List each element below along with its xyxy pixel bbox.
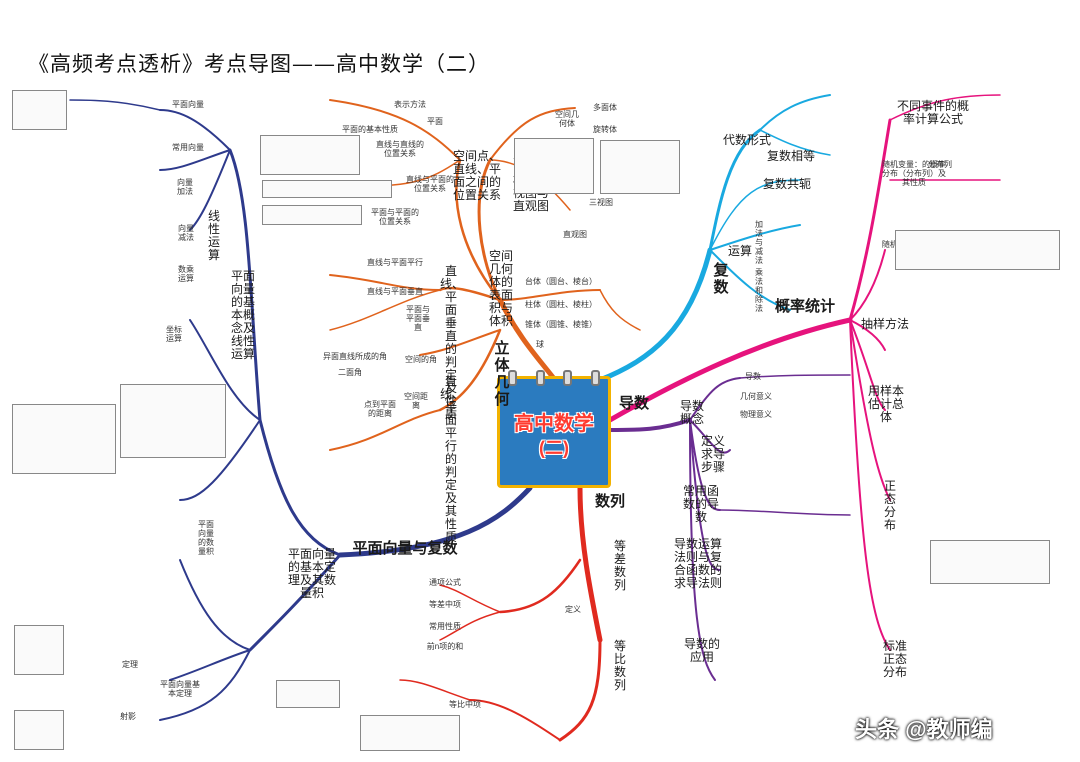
complex-operation: 运算 (727, 244, 752, 258)
geo-leaf-line-plane: 直线与平面的位置关系 (406, 175, 454, 193)
branch-probability: 概率统计 (774, 298, 835, 315)
geo-perpendicular: 直线、平面垂直的判定及性质 (440, 264, 465, 421)
watermark-text: 头条 @教师编 (855, 717, 993, 742)
branch-sequence: 数列 (594, 493, 625, 510)
complex-equal: 复数相等 (766, 149, 815, 163)
vector-diagram (14, 625, 64, 675)
seq-definition: 定义 (565, 605, 581, 614)
geo-leaf-pyramid: 锥体（圆锥、棱锥） (525, 320, 597, 329)
deriv-concept: 导数概念 (680, 399, 705, 426)
geo-leaf-plane-plane-perp: 平面与平面垂直 (406, 305, 430, 332)
sequence-formula-box (276, 680, 340, 708)
vec-projection: 射影 (120, 712, 136, 721)
vector-formula-box (120, 384, 226, 458)
geo-leaf-space-distance: 空间距离 (404, 392, 428, 410)
formula-box (514, 138, 594, 194)
geo-parallel: 直线、平面平行的判定及其性质 (440, 374, 465, 544)
plane-figure-panel (262, 205, 362, 225)
geo-leaf-skew-angle: 异面直线所成的角 (323, 352, 387, 361)
seq-sum: 前n项的和 (426, 642, 464, 651)
seq-geometric: 等比数列 (613, 639, 626, 692)
geo-leaf-polyhedron: 多面体 (593, 103, 617, 112)
plane-figure-panel (262, 180, 392, 198)
complex-algebraic-form: 代数形式 (722, 133, 771, 147)
seq-general-term: 通项公式 (429, 578, 461, 587)
geo-leaf-line-plane-perp: 直线与平面垂直 (367, 287, 423, 296)
geo-leaf-point-plane-dist: 点到平面的距离 (364, 400, 396, 418)
prob-distribution: 分布列 (928, 160, 952, 169)
deriv-steps: 定义求导步骤 (700, 434, 725, 474)
deriv-derivative: 导数 (745, 372, 761, 381)
geo-leaf-line-plane-parallel: 直线与平面平行 (367, 258, 423, 267)
vec-theorem-product: 平面向量的基本定理及其数量积 (287, 547, 336, 600)
geo-leaf-plane-axioms: 平面的基本性质 (342, 125, 398, 134)
branch-geometry: 立体几何 (494, 340, 510, 408)
central-title: 高中数学 (514, 411, 594, 435)
geo-leaf-frustum: 台体（圆台、棱台） (525, 277, 597, 286)
sequence-formula-box (360, 715, 460, 751)
vec-common: 常用向量 (172, 143, 204, 152)
branch-vector: 平面向量与复数 (352, 540, 458, 557)
geo-leaf-space-angle: 空间的角 (405, 355, 437, 364)
prob-estimate: 用样本估计总体 (867, 384, 904, 424)
geo-position: 空间点、直线、平面之间的位置关系 (452, 149, 501, 202)
seq-geo-mean: 等比中项 (449, 700, 481, 709)
vec-coordinate: 坐标运算 (166, 325, 182, 343)
vector-formula-box (12, 404, 116, 474)
vec-sub: 向量减法 (178, 224, 194, 242)
vec-dot-product: 平面向量的数量积 (198, 520, 214, 556)
geo-leaf-plane-plane: 平面与平面的位置关系 (371, 208, 419, 226)
geo-leaf-direct-view: 直观图 (563, 230, 587, 239)
geo-leaf-three-view: 三视图 (589, 198, 613, 207)
geo-leaf-sphere: 球 (536, 340, 544, 349)
central-subtitle: (二) (539, 438, 569, 458)
solid-figure-panel (600, 140, 680, 194)
branch-complex: 复数 (713, 262, 729, 296)
page-title: 《高频考点透析》考点导图——高中数学（二） (28, 52, 490, 76)
vec-basic-concept: 平面向量的基本概念及线性运算 (230, 269, 255, 361)
prob-normal: 正态分布 (883, 479, 896, 532)
seq-properties: 常用性质 (429, 622, 461, 631)
deriv-common: 常用函数的导数 (682, 484, 719, 524)
seq-arithmetic: 等差数列 (613, 539, 626, 592)
geo-leaf-dihedral: 二面角 (338, 368, 362, 377)
vec-theorem: 定理 (122, 660, 138, 669)
triangle-diagram (14, 710, 64, 750)
prob-standard-normal: 标准正态分布 (882, 639, 907, 679)
deriv-application: 导数的应用 (683, 637, 720, 664)
branch-derivative: 导数 (618, 395, 649, 412)
geo-leaf-line-line: 直线与直线的位置关系 (376, 140, 424, 158)
calendar-rings-icon (508, 370, 600, 386)
geo-leaf-rotation: 旋转体 (593, 125, 617, 134)
prob-random-variable: 随机变量：的概率分布（分布列）及其性质 (882, 160, 946, 187)
vec-scalar: 数乘运算 (178, 265, 194, 283)
vec-basis-theorem: 平面向量基本定理 (160, 680, 200, 698)
complex-add-sub: 加法与减法 (755, 220, 763, 265)
vec-plane-vector: 平面向量 (172, 100, 204, 109)
vector-diagram (12, 90, 67, 130)
geo-leaf-space-solid: 空间几何体 (555, 110, 579, 128)
geo-leaf-prism: 柱体（圆柱、棱柱） (525, 300, 597, 309)
geo-leaf-notation: 表示方法 (394, 100, 426, 109)
deriv-geometric: 几何意义 (740, 392, 772, 401)
prob-event-formula: 不同事件的概率计算公式 (896, 99, 969, 126)
complex-conjugate: 复数共轭 (762, 177, 811, 191)
distribution-table (895, 230, 1060, 270)
central-node: 高中数学 (二) (497, 370, 611, 488)
vec-add: 向量加法 (177, 178, 193, 196)
complex-mul-div: 乘法和除法 (755, 268, 763, 313)
prob-sampling: 抽样方法 (860, 317, 909, 331)
vec-linear-op: 线性运算 (207, 209, 220, 262)
deriv-physical: 物理意义 (740, 410, 772, 419)
geo-area-volume: 空间几何体的表面积与体积 (488, 249, 513, 328)
plane-figure-panel (260, 135, 360, 175)
geo-leaf-plane: 平面 (427, 117, 443, 126)
seq-arith-mean: 等差中项 (429, 600, 461, 609)
deriv-rules: 导数运算法则与复合函数的求导法则 (673, 537, 722, 590)
normal-table (930, 540, 1050, 584)
